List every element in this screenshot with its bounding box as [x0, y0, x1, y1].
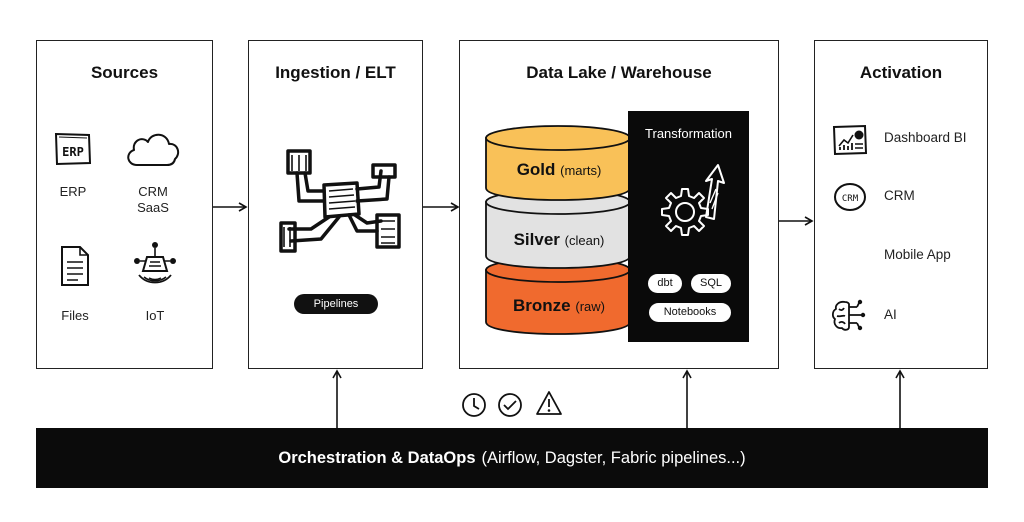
activation-crm-label: CRM: [884, 188, 915, 203]
gold-layer-shape: [485, 125, 631, 201]
tool-notebooks: Notebooks: [649, 303, 731, 322]
layers-stack: [485, 125, 631, 335]
sources-title: Sources: [90, 63, 159, 82]
gear-arrow-icon: [661, 164, 725, 236]
erp-icon-text: ERP: [62, 145, 84, 159]
source-erp-label: ERP: [59, 184, 87, 199]
ingestion-panel: Ingestion / ELT Pipelines: [248, 40, 423, 369]
bronze-layer: Bronze (raw): [484, 294, 634, 318]
erp-icon: ERP: [54, 132, 92, 166]
source-crm-saas-label: CRM SaaS: [137, 184, 169, 215]
pipes-icon: [279, 149, 401, 253]
tool-sql: SQL: [691, 274, 731, 293]
ingestion-title: Ingestion / ELT: [275, 63, 396, 82]
activation-panel: Activation Dashboard BI CRM CRM Mobile A…: [814, 40, 988, 369]
gold-layer-sub: (marts): [560, 163, 602, 178]
activation-dashboard-label: Dashboard BI: [884, 130, 967, 145]
silver-layer-name: Silver: [513, 230, 560, 249]
file-icon: [61, 246, 89, 286]
silver-layer-sub: (clean): [564, 233, 605, 248]
check-circle-icon: [498, 393, 522, 417]
sources-panel: Sources ERP ERP CRM SaaS Files IoT: [36, 40, 213, 369]
warning-icon: [536, 391, 562, 415]
silver-layer: Silver (clean): [484, 228, 634, 252]
activation-mobile-app-label: Mobile App: [884, 247, 951, 262]
gold-layer-name: Gold: [516, 160, 556, 179]
transformation-panel: Transformation dbt SQL Notebooks: [628, 111, 749, 342]
orchestration-detail: (Airflow, Dagster, Fabric pipelines...): [481, 448, 746, 467]
dashboard-icon: [832, 124, 868, 156]
orchestration-title: Orchestration & DataOps: [278, 448, 476, 467]
source-iot-label: IoT: [145, 308, 165, 323]
source-files-label: Files: [61, 308, 89, 323]
pipelines-pill: Pipelines: [294, 294, 378, 314]
activation-ai-label: AI: [884, 307, 897, 322]
iot-icon: [134, 242, 176, 284]
activation-title: Activation: [859, 63, 943, 82]
warehouse-title: Data Lake / Warehouse: [526, 63, 712, 82]
cloud-icon: [127, 133, 180, 166]
bronze-layer-shape: [485, 257, 631, 335]
tool-dbt: dbt: [648, 274, 682, 293]
bronze-layer-sub: (raw): [575, 299, 605, 314]
bronze-layer-name: Bronze: [513, 296, 571, 315]
transformation-title: Transformation: [645, 126, 732, 141]
orchestration-bar: Orchestration & DataOps (Airflow, Dagste…: [36, 428, 988, 488]
crm-icon-text: CRM: [842, 194, 859, 204]
clock-icon: [462, 393, 486, 417]
brain-circuit-icon: [831, 299, 866, 331]
gold-layer: Gold (marts): [484, 158, 634, 182]
crm-icon: CRM: [834, 183, 866, 211]
